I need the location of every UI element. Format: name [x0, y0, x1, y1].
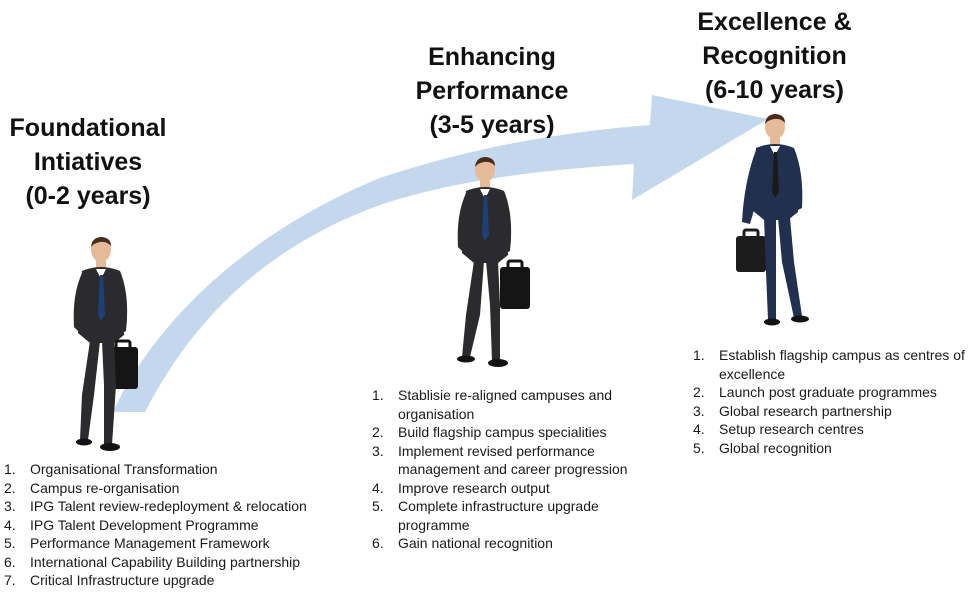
list-item: 4. Improve research output: [372, 479, 662, 498]
list-item: 1. Establish flagship campus as centres o…: [693, 346, 973, 383]
list-item-text: Global research partnership: [719, 402, 892, 419]
list-item-number: 5.: [4, 535, 16, 551]
list-item: 3. Global research partnership: [693, 402, 973, 421]
list-item: 6. Gain national recognition: [372, 534, 662, 553]
list-item-text: Improve research output: [398, 479, 550, 496]
stage-2-list: 1. Stablisie re-aligned campuses and orga…: [372, 386, 662, 553]
list-item: 5. Performance Management Framework: [4, 534, 364, 553]
list-item-number: 5.: [372, 498, 384, 514]
list-item: 3. Implement revised performance manageme…: [372, 442, 662, 479]
list-item-number: 2.: [4, 479, 16, 496]
list-item-text: Build flagship campus specialities: [398, 424, 607, 440]
list-item-text: Performance Management Framework: [30, 535, 270, 551]
list-item: 6. International Capability Building part…: [4, 553, 364, 572]
stage-2-title-line: (3-5 years): [429, 111, 555, 139]
list-item-text: Organisational Transformation: [30, 461, 218, 477]
list-item-number: 5.: [693, 439, 705, 456]
stage-2-title-line: Performance: [415, 77, 569, 105]
stage-2-title: Enhancing Performance (3-5 years): [412, 40, 572, 142]
stage-3-title: Excellence & Recognition (6-10 years): [682, 5, 867, 107]
list-item-text: Complete infrastructure upgrade programm…: [398, 498, 599, 533]
businessman-icon: [457, 157, 530, 367]
list-item: 2. Campus re-organisation: [4, 479, 364, 498]
stage-3-title-line: Excellence &: [697, 8, 852, 36]
list-item: 2. Launch post graduate programmes: [693, 383, 973, 402]
list-item-number: 7.: [4, 572, 16, 588]
list-item-text: IPG Talent review-redeployment & relocat…: [30, 498, 307, 514]
list-item-number: 2.: [372, 424, 384, 440]
list-item-text: Critical Infrastructure upgrade: [30, 572, 215, 588]
list-item-number: 6.: [372, 535, 384, 551]
list-item-number: 1.: [372, 387, 384, 403]
stage-3-list: 1. Establish flagship campus as centres o…: [693, 346, 973, 457]
list-item-text: Launch post graduate programmes: [719, 384, 937, 400]
list-item: 3. IPG Talent review-redeployment & reloc…: [4, 497, 364, 516]
list-item-text: Implement revised performance management…: [398, 442, 628, 478]
list-item: 4. Setup research centres: [693, 420, 973, 439]
list-item-number: 6.: [4, 553, 16, 570]
list-item-text: International Capability Building partne…: [30, 553, 301, 570]
stage-1-title-line: Intiatives: [33, 148, 143, 176]
stage-3-title-line: (6-10 years): [705, 76, 844, 104]
stage-1-title-line: Foundational: [9, 114, 167, 142]
list-item-number: 3.: [693, 402, 705, 419]
list-item: 2. Build flagship campus specialities: [372, 423, 662, 442]
stage-2-title-line: Enhancing: [428, 43, 556, 71]
list-item-number: 4.: [693, 421, 705, 437]
list-item-text: Gain national recognition: [398, 535, 553, 551]
list-item-number: 2.: [693, 384, 705, 400]
list-item-number: 1.: [693, 347, 705, 363]
list-item: 4. IPG Talent Development Programme: [4, 516, 364, 535]
list-item-text: Global recognition: [719, 439, 832, 456]
stage-3-title-line: Recognition: [702, 42, 847, 70]
businessman-icon: [736, 114, 809, 326]
list-item: 5. Global recognition: [693, 439, 973, 458]
list-item-number: 4.: [4, 516, 16, 533]
list-item-number: 3.: [372, 442, 384, 459]
list-item-number: 4.: [372, 479, 384, 496]
stage-1-title: Foundational Intiatives (0-2 years): [8, 111, 168, 213]
list-item-text: Stablisie re-aligned campuses and organi…: [398, 387, 613, 422]
list-item-text: Campus re-organisation: [30, 479, 180, 496]
curved-arrow-icon: [113, 95, 768, 412]
list-item-text: IPG Talent Development Programme: [30, 516, 259, 533]
list-item-number: 3.: [4, 498, 16, 514]
list-item-text: Setup research centres: [719, 421, 864, 437]
stage-1-list: 1. Organisational Transformation 2. Campus …: [4, 460, 364, 590]
businessman-icon: [73, 237, 138, 451]
list-item: 5. Complete infrastructure upgrade progra…: [372, 497, 662, 534]
stage-1-title-line: (0-2 years): [25, 182, 151, 210]
list-item: 1. Organisational Transformation: [4, 460, 364, 479]
list-item-text: Establish flagship campus as centres of …: [719, 347, 965, 382]
list-item: 1. Stablisie re-aligned campuses and orga…: [372, 386, 662, 423]
list-item: 7. Critical Infrastructure upgrade: [4, 571, 364, 590]
list-item-number: 1.: [4, 461, 16, 477]
